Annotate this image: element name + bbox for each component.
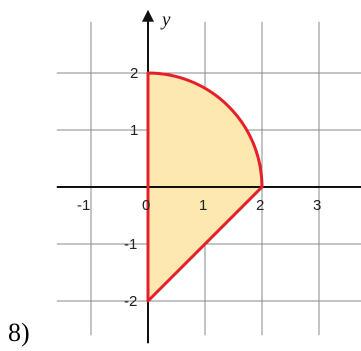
y-tick-label: -2 [124,293,137,310]
tick-labels: -1 0 1 2 3 2 1 -1 -2 [77,65,321,310]
x-tick-label: 3 [313,197,321,214]
y-axis-arrow-icon [142,9,154,22]
x-tick-label: 0 [142,197,150,214]
region-boundary [146,71,264,303]
y-axis-name: y [160,10,171,31]
x-tick-label: -1 [77,197,90,214]
problem-number: 8) [8,318,30,347]
x-tick-label: 2 [256,197,264,214]
y-tick-label: 1 [130,122,138,139]
y-tick-label: -1 [124,236,137,253]
x-tick-label: 1 [199,197,207,214]
y-tick-label: 2 [130,65,138,82]
